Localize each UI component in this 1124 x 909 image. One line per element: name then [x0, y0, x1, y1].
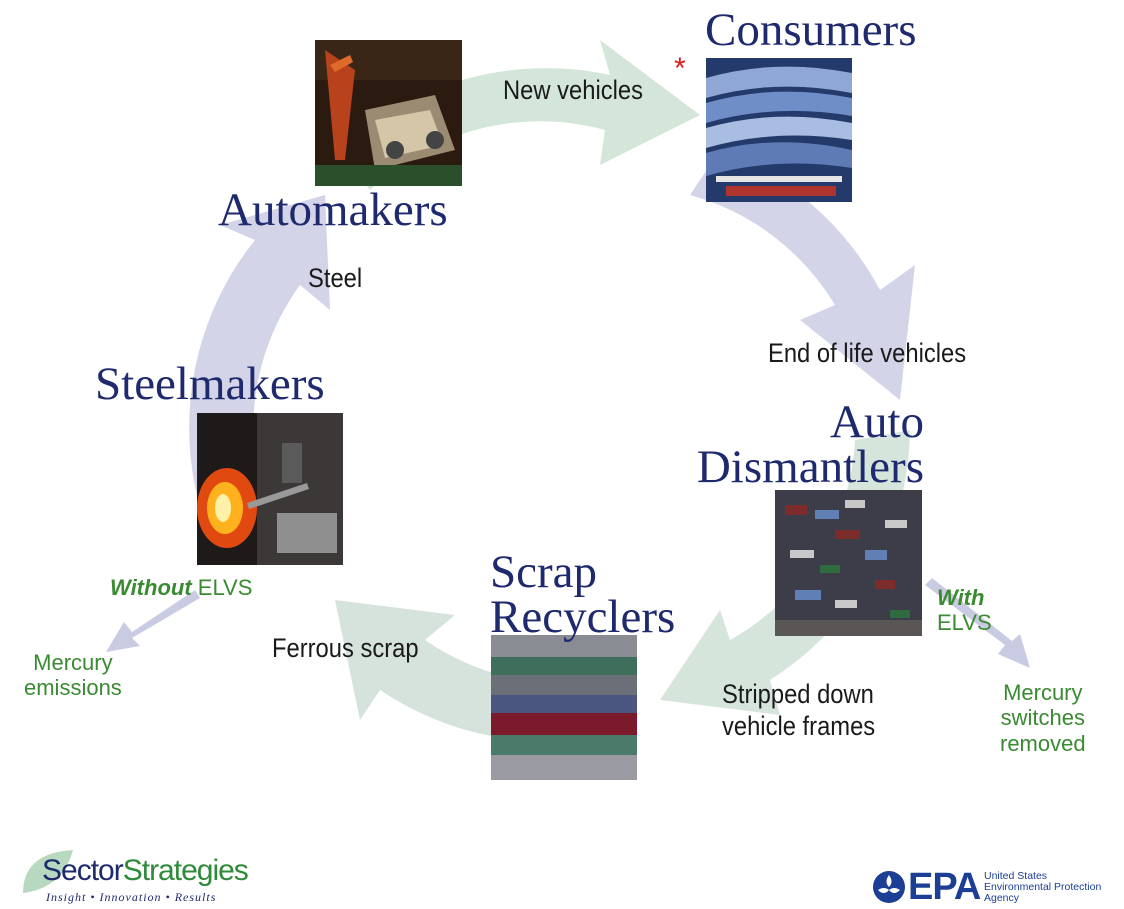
without-elvs-arrow	[106, 590, 200, 652]
auto-dismantlers-photo	[775, 490, 922, 636]
with-elvs-emphasis: With	[937, 585, 985, 610]
mercury-emissions-label: Mercury emissions	[24, 650, 122, 701]
flow-arrow-new-vehicles	[340, 40, 700, 190]
new-vehicles-label: New vehicles	[503, 75, 643, 105]
epa-logo: EPA United States Environmental Protecti…	[872, 866, 1122, 908]
mercury-switches-line3: removed	[1000, 730, 1086, 756]
scrap-recyclers-photo	[491, 635, 637, 780]
without-elvs-rest: ELVS	[197, 575, 253, 600]
mercury-emissions-line2: emissions	[24, 675, 122, 701]
without-elvs-emphasis: Without	[110, 575, 192, 600]
auto-dismantlers-title: Auto Dismantlers	[678, 396, 924, 493]
sector-strategies-leaf-icon	[23, 850, 73, 893]
automakers-photo	[315, 40, 462, 186]
epa-letters: EPA	[908, 866, 981, 908]
consumers-photo	[706, 58, 852, 202]
auto-dismantlers-title-line2: Dismantlers	[696, 440, 924, 493]
epa-name-line1: United States	[984, 870, 1048, 882]
sector-tagline: Insight • Innovation • Results	[46, 890, 217, 904]
with-elvs-rest: ELVS	[937, 610, 992, 636]
consumers-title: Consumers	[705, 4, 917, 56]
automakers-title: Automakers	[218, 184, 448, 236]
scrap-recyclers-title-line2: Recyclers	[490, 590, 676, 643]
with-elvs-label: With ELVS	[937, 585, 992, 636]
stripped-frames-label: Stripped down vehicle frames	[722, 678, 875, 743]
mercury-switches-line2: switches	[1000, 705, 1085, 731]
strategies-word: Strategies	[122, 854, 249, 887]
scrap-recyclers-title: Scrap Recyclers	[490, 546, 676, 643]
stripped-frames-line1: Stripped down	[722, 679, 874, 709]
flow-arrow-end-of-life	[690, 150, 915, 400]
auto-dismantlers-title-line1: Auto	[830, 396, 924, 448]
mercury-emissions-line1: Mercury	[33, 650, 113, 675]
steelmakers-title: Steelmakers	[95, 358, 325, 410]
asterisk-mark: *	[674, 52, 686, 85]
mercury-switches-line1: Mercury	[1003, 680, 1083, 705]
with-elvs-arrow	[925, 578, 1030, 668]
scrap-recyclers-title-line1: Scrap	[490, 546, 598, 598]
without-elvs-label: Without ELVS	[110, 575, 252, 600]
epa-name-line3: Agency	[984, 892, 1020, 904]
epa-name-line2: Environmental Protection	[984, 881, 1102, 893]
epa-flower-icon	[873, 871, 905, 903]
stripped-frames-line2: vehicle frames	[722, 711, 876, 742]
sector-word: Sector	[42, 854, 124, 887]
ferrous-scrap-label: Ferrous scrap	[272, 633, 419, 663]
steel-label: Steel	[308, 263, 363, 293]
mercury-switches-removed-label: Mercury switches removed	[1000, 680, 1086, 756]
steelmakers-photo	[197, 413, 343, 565]
sector-strategies-logo: SectorStrategies Insight • Innovation • …	[18, 848, 298, 904]
end-of-life-label: End of life vehicles	[768, 338, 967, 368]
